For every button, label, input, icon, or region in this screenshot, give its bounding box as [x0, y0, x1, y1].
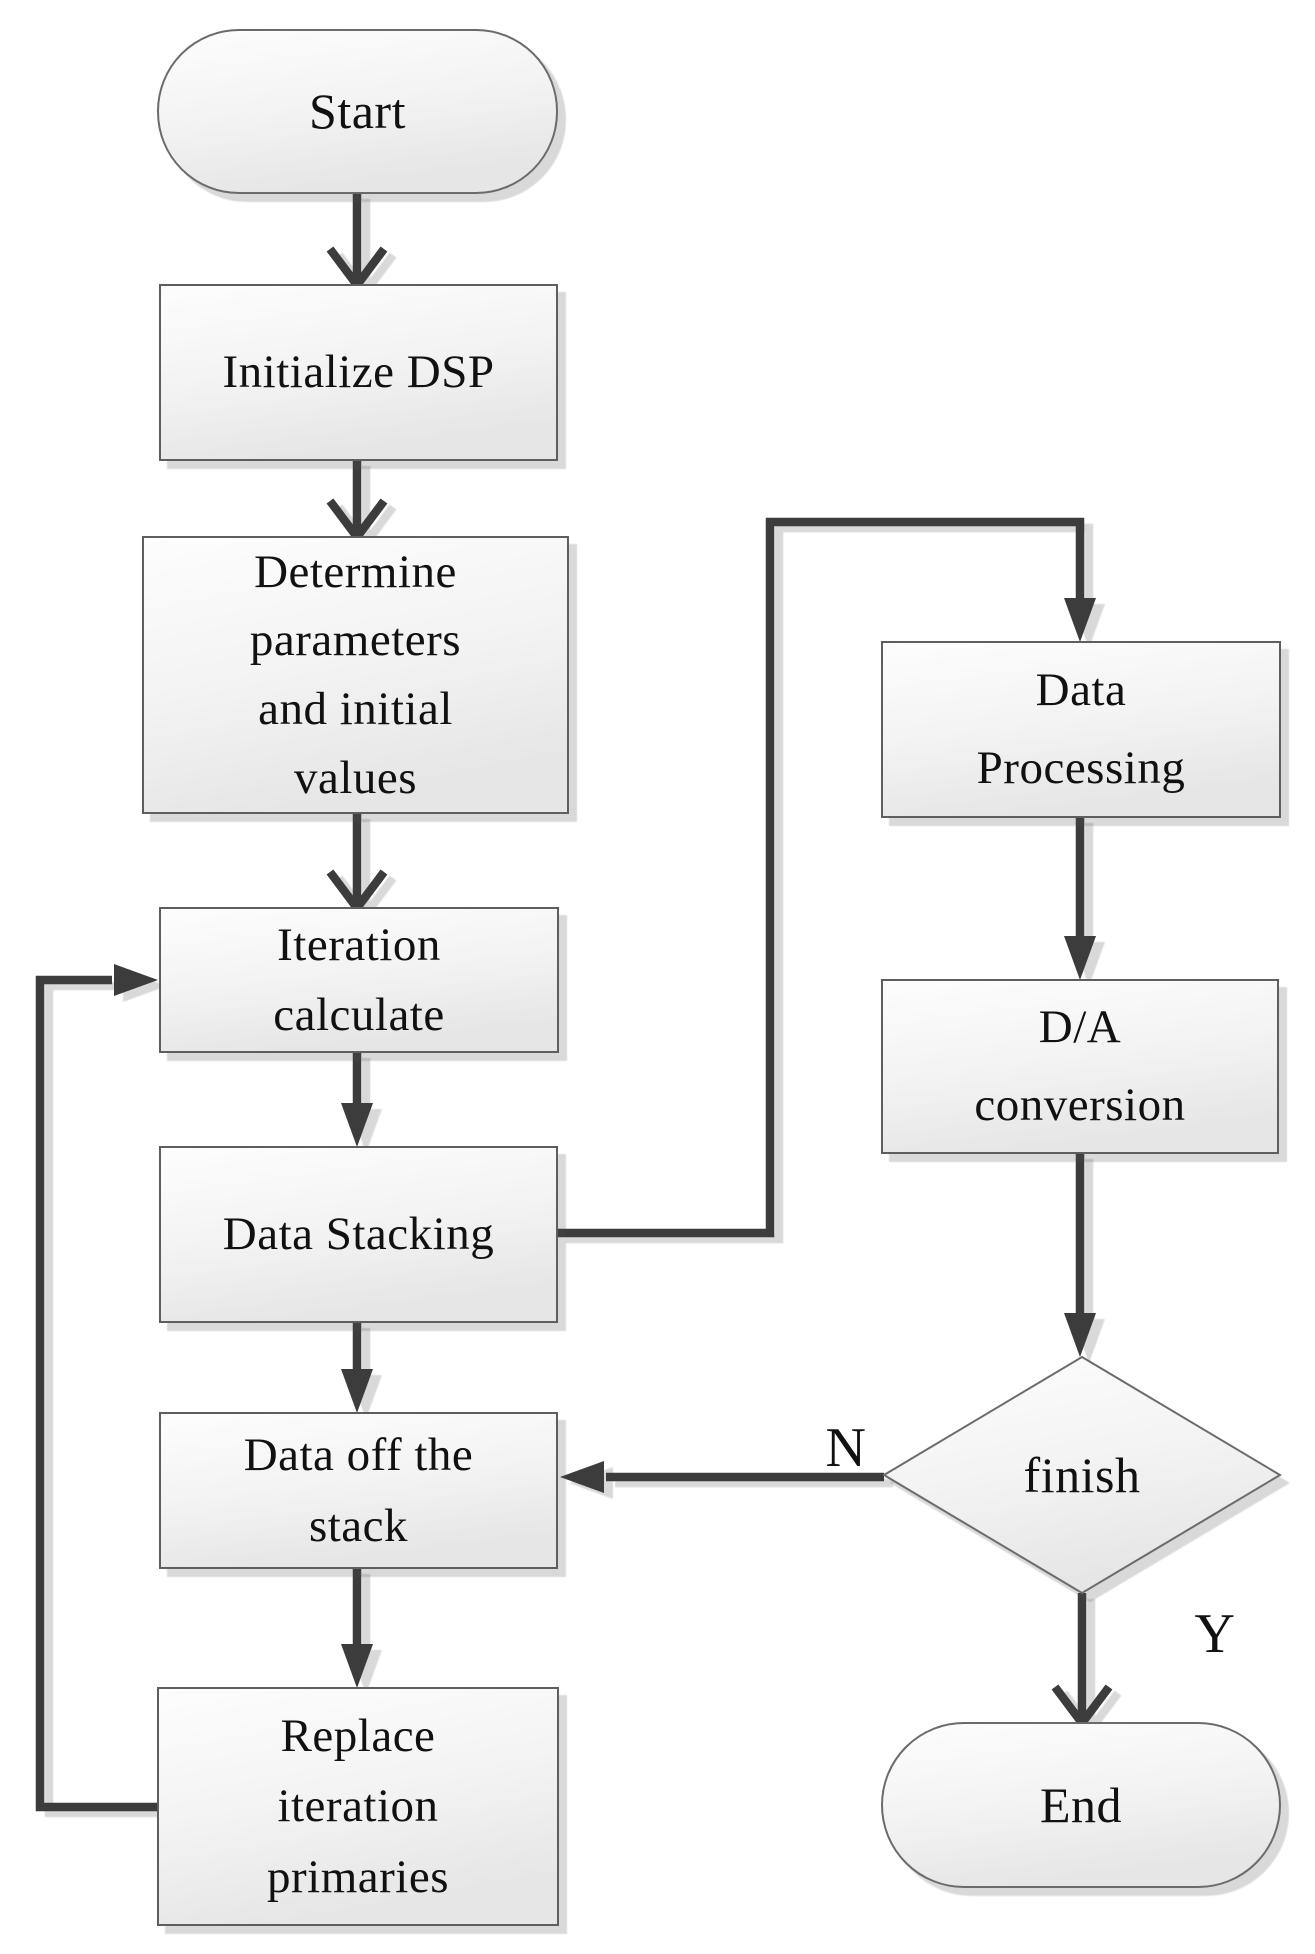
- data-off-stack-shape: [159, 1412, 558, 1569]
- arrowhead-offstack-replace-icon: [341, 1644, 373, 1688]
- arrowhead-dataprocessing-daconversion-icon: [1064, 936, 1096, 980]
- connector-layer: [35, 193, 1113, 1812]
- end-terminator-shape: [881, 1722, 1281, 1888]
- iteration-calculate-shape: [159, 907, 559, 1053]
- finish-decision-shape: [882, 1355, 1282, 1595]
- data-processing-shape: [881, 641, 1281, 818]
- arrowhead-daconversion-finish-icon: [1064, 1313, 1096, 1357]
- replace-iteration-shape: [157, 1687, 559, 1926]
- arrowhead-loop-iteration-icon: [114, 964, 158, 996]
- connector-stacking-dataprocessing: [557, 517, 1085, 1238]
- data-stacking-shape: [159, 1146, 558, 1323]
- node-layer: [142, 29, 1282, 1926]
- arrowhead-stacking-dataprocessing-icon: [1064, 598, 1096, 642]
- start-terminator-shape: [157, 29, 558, 194]
- arrowhead-iteration-stacking-icon: [341, 1103, 373, 1147]
- arrowhead-stacking-offstack-icon: [341, 1369, 373, 1413]
- arrowhead-finish-offstack-icon: [560, 1461, 604, 1493]
- connector-replace-iteration-loop: [35, 975, 158, 1812]
- initialize-dsp-shape: [159, 284, 558, 461]
- da-conversion-shape: [881, 979, 1279, 1154]
- determine-parameters-shape: [142, 536, 569, 814]
